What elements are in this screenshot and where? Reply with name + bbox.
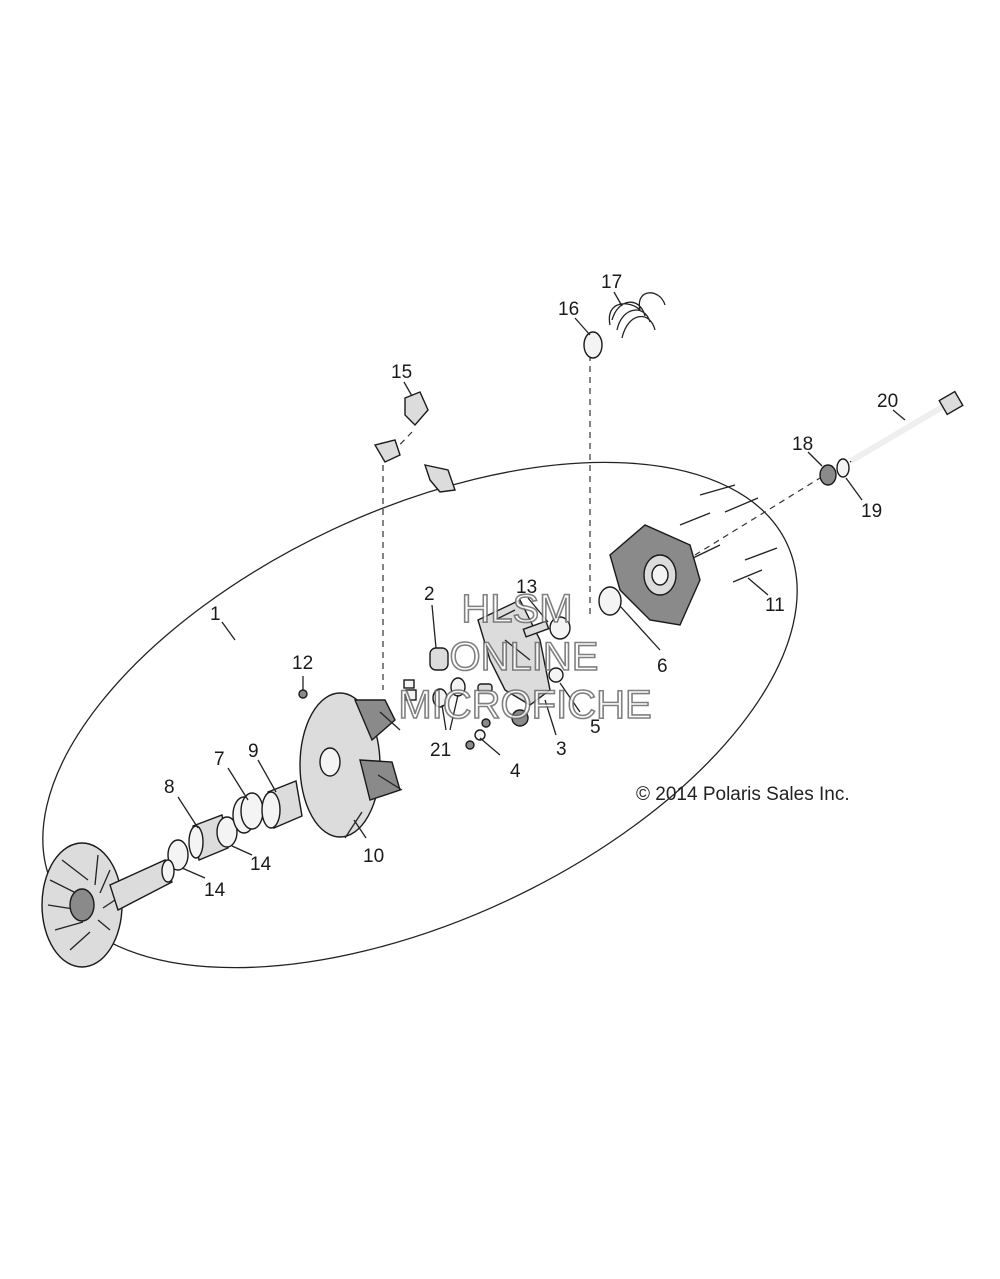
leader-4 xyxy=(479,737,501,756)
snap-ring-left xyxy=(167,839,189,871)
bushing-9 xyxy=(261,780,303,829)
copyright-notice: © 2014 Polaris Sales Inc. xyxy=(636,784,850,805)
leader-18 xyxy=(807,451,823,467)
callout-11: 11 xyxy=(765,595,785,616)
roller-5 xyxy=(548,667,564,683)
leader-10 xyxy=(353,819,367,839)
leader-19 xyxy=(845,477,863,501)
roller-2 xyxy=(429,647,449,671)
bolt-20 xyxy=(849,390,964,464)
callout-18: 18 xyxy=(792,434,813,455)
leader-3 xyxy=(544,699,557,736)
callout-5: 5 xyxy=(590,717,601,738)
bushing-13 xyxy=(549,616,571,640)
washer-19 xyxy=(836,458,850,478)
callout-6: 6 xyxy=(657,656,668,677)
pin-13 xyxy=(522,620,550,638)
leader-6 xyxy=(619,605,661,651)
callout-20: 20 xyxy=(877,391,898,412)
callout-3: 3 xyxy=(556,739,567,760)
callout-9: 9 xyxy=(248,741,259,762)
callout-14b: 14 xyxy=(250,854,272,875)
weight-15c xyxy=(423,464,456,493)
callout-21: 21 xyxy=(430,740,451,761)
movable-sheave xyxy=(299,692,403,838)
leader-16 xyxy=(574,317,591,336)
nut-4a xyxy=(465,740,475,750)
leader-14a xyxy=(181,867,206,879)
alignment-line-axis xyxy=(694,477,821,556)
callout-19: 19 xyxy=(861,501,882,522)
callout-8: 8 xyxy=(164,777,175,798)
leader-21a xyxy=(441,704,447,731)
watermark-line1: HLSM xyxy=(461,587,572,631)
leader-11 xyxy=(747,577,769,596)
leader-21b xyxy=(449,694,459,731)
watermark-line2: ONLINE xyxy=(450,635,599,679)
callout-13: 13 xyxy=(516,577,537,598)
callout-15: 15 xyxy=(391,362,412,383)
callout-10: 10 xyxy=(363,846,384,867)
callout-4: 4 xyxy=(510,761,521,782)
nut-12 xyxy=(298,689,308,699)
nut-4c xyxy=(481,718,491,728)
leader-13 xyxy=(527,597,549,623)
leader-2 xyxy=(431,604,437,649)
pin-10 xyxy=(344,811,363,839)
weight-15b xyxy=(373,439,401,463)
button-piece xyxy=(477,683,493,693)
washer-18 xyxy=(819,464,837,486)
weight-15a xyxy=(404,391,429,427)
pin-small-b xyxy=(405,689,417,701)
leader-14b xyxy=(231,845,253,856)
bushing-6 xyxy=(598,586,622,616)
leader-7 xyxy=(227,767,249,801)
callout-2: 2 xyxy=(424,584,435,605)
leader-15 xyxy=(403,381,413,397)
fixed-sheave xyxy=(41,842,175,968)
leader-20 xyxy=(892,409,906,421)
watermark-line3: MICROFICHE xyxy=(398,683,651,727)
spring-17 xyxy=(608,292,666,339)
callout-17: 17 xyxy=(601,272,622,293)
bearing-ring xyxy=(232,792,264,834)
callout-16: 16 xyxy=(558,299,579,320)
washer-21a xyxy=(432,688,448,708)
leader-17 xyxy=(613,291,623,307)
cover-bolts xyxy=(679,484,778,583)
leader-8 xyxy=(177,796,199,829)
leader-1 xyxy=(221,621,236,641)
leader-5 xyxy=(559,682,581,713)
ring-16 xyxy=(583,331,603,359)
callout-14a: 14 xyxy=(204,880,226,901)
nut-4b xyxy=(474,729,486,741)
leader-9 xyxy=(257,759,277,793)
callout-12: 12 xyxy=(292,653,313,674)
callout-7: 7 xyxy=(214,749,225,770)
pin-small-a xyxy=(403,679,415,689)
cover-plate xyxy=(609,524,701,626)
snap-ring-middle xyxy=(216,816,238,848)
callout-1: 1 xyxy=(210,604,221,625)
